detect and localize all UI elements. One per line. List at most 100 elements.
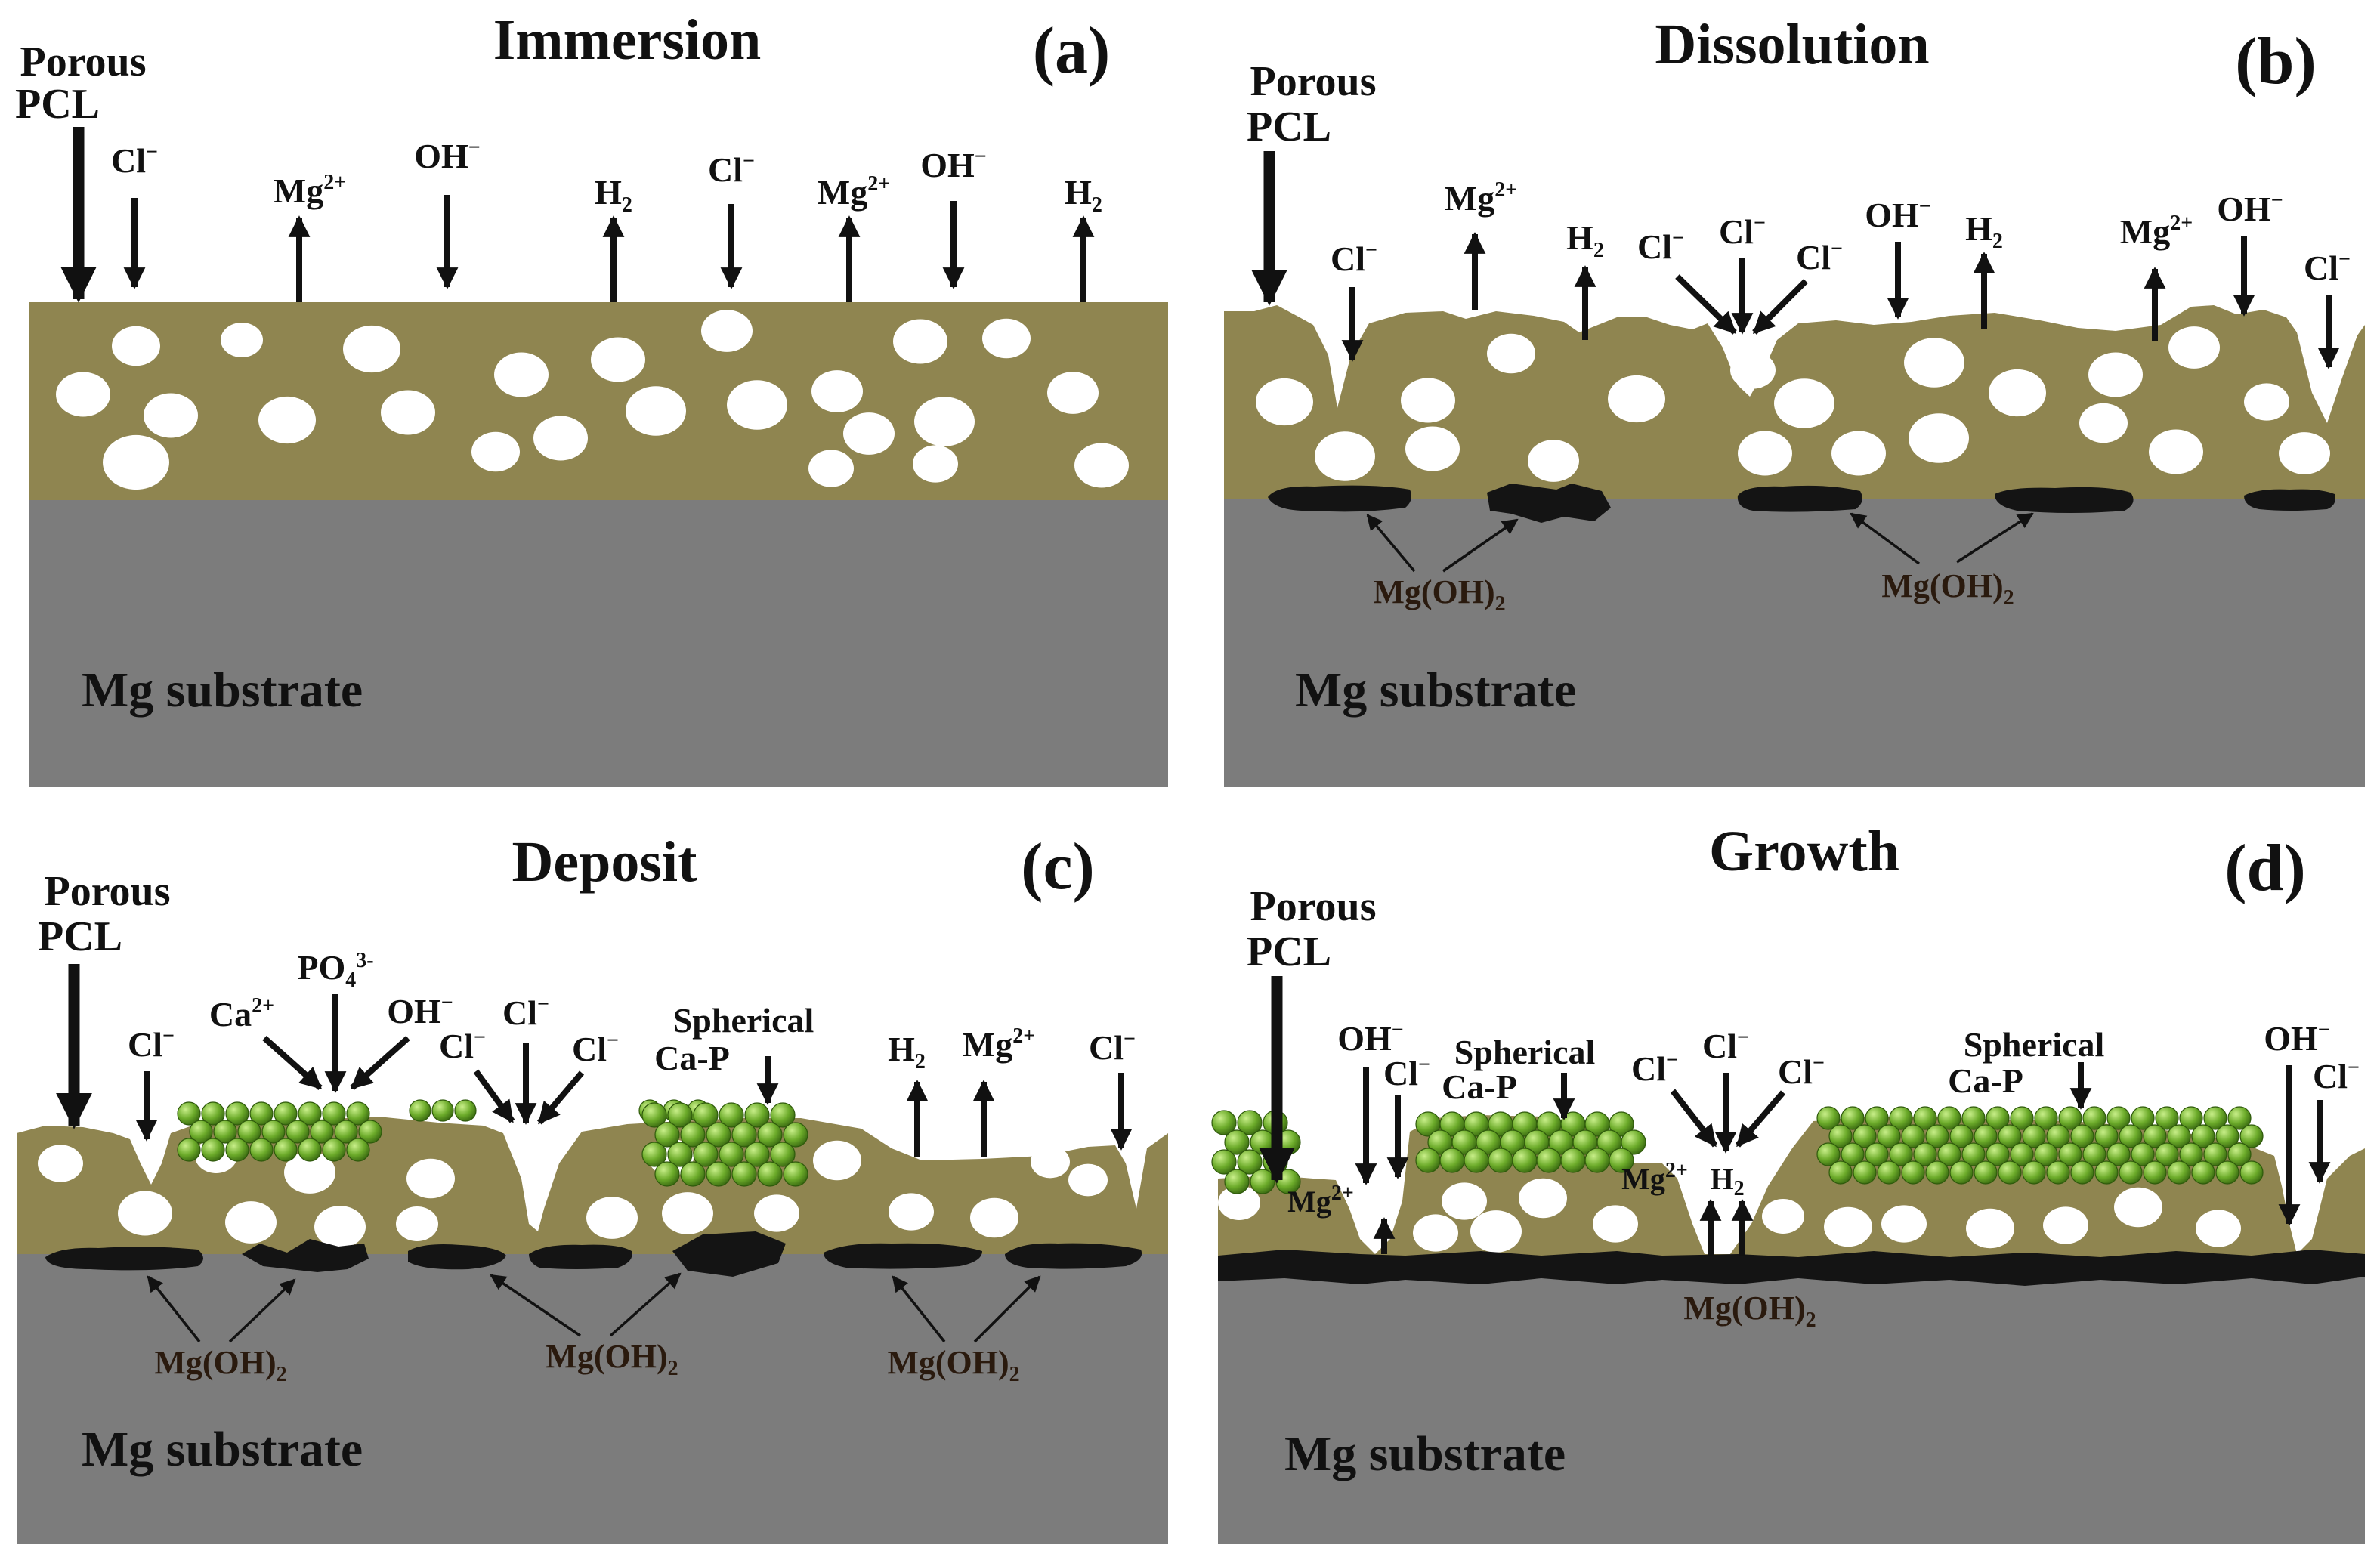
ca-p-sphere: [2010, 1106, 2034, 1130]
ca-p-sphere: [454, 1099, 477, 1122]
porous-label: Porous: [45, 868, 171, 915]
ion-label: OH−: [920, 145, 987, 184]
ca-p-sphere: [2106, 1142, 2131, 1166]
ion-arrow-diag: [1675, 274, 1737, 335]
mg-oh2-deposit: [1268, 485, 1411, 512]
ca-p-sphere: [237, 1120, 261, 1144]
pore: [118, 1191, 172, 1236]
mg-oh2-deposit: [1737, 485, 1862, 512]
pore: [2279, 432, 2330, 474]
ca-p-sphere: [2143, 1124, 2167, 1148]
ion-arrow-diag: [1752, 279, 1808, 335]
pore: [1824, 1206, 1872, 1247]
pore: [343, 325, 400, 373]
pointer-line: [1442, 518, 1519, 573]
ca-p-sphere: [2119, 1124, 2143, 1148]
ca-p-sphere: [1986, 1142, 2010, 1166]
ca-p-sphere: [1998, 1124, 2022, 1148]
substrate-label: Mg substrate: [82, 663, 363, 718]
pore: [144, 393, 198, 438]
ca-p-sphere: [2058, 1142, 2082, 1166]
ca-p-sphere: [641, 1142, 667, 1167]
panel-letter: (c): [1021, 830, 1095, 904]
pore: [1519, 1178, 1567, 1219]
ca-p-sphere: [409, 1099, 431, 1122]
porous-label: Porous: [1250, 58, 1377, 105]
ion-label: Cl−: [111, 141, 158, 180]
panel-heading: Deposit: [512, 830, 697, 894]
ca-p-sphere: [1877, 1124, 1901, 1148]
ca-p-sphere: [2070, 1160, 2094, 1185]
mg-oh2-continuous-layer: [1218, 1250, 2365, 1286]
panel-dissolution: Mg(OH)2 Mg(OH)2 Dissolution (b) Porous P…: [1224, 13, 2365, 787]
ca-p-sphere: [1464, 1148, 1489, 1173]
ca-p-sphere: [346, 1138, 370, 1162]
pore: [1730, 351, 1776, 389]
substrate-label: Mg substrate: [82, 1422, 363, 1477]
ca-p-sphere: [310, 1120, 334, 1144]
ca-p-sphere: [2046, 1124, 2070, 1148]
ca-p-sphere: [757, 1161, 783, 1187]
ca-p-sphere: [2094, 1160, 2119, 1185]
pore: [1904, 338, 1964, 388]
ca-p-sphere: [1250, 1169, 1275, 1194]
pore: [1470, 1210, 1522, 1253]
mg-oh2-deposit: [2244, 489, 2335, 511]
pores: [38, 1138, 1108, 1248]
ion-arrow-diag: [536, 1070, 585, 1125]
ion-label: Cl−: [1637, 227, 1684, 266]
mg-oh2-label: Mg(OH)2: [1373, 573, 1505, 616]
pore: [843, 412, 895, 455]
ca-p-sphere: [641, 1102, 667, 1128]
ca-p-sphere: [2010, 1142, 2034, 1166]
ca-p-sphere: [783, 1161, 808, 1187]
ion-labels: Cl− Mg2+ H2 Cl− Cl− Cl− OH− H2 Mg2+ OH− …: [1331, 178, 2351, 287]
ion-arrows: [123, 195, 1095, 302]
porous-label: Porous: [1250, 883, 1377, 930]
pore: [2168, 326, 2220, 369]
ca-p-sphere: [201, 1138, 225, 1162]
mg-oh2-label: Mg(OH)2: [887, 1344, 1019, 1386]
ion-label: Cl−: [1383, 1053, 1430, 1092]
ca-p-sphere: [2034, 1142, 2058, 1166]
ca-p-sphere: [431, 1099, 454, 1122]
ca-p-sphere: [1877, 1160, 1901, 1185]
mg-substrate: [1218, 1257, 2365, 1544]
ca-p-sphere: [334, 1120, 358, 1144]
ion-label: H2: [1710, 1162, 1744, 1200]
ca-p-sphere: [322, 1101, 346, 1126]
ion-label: H2: [1566, 218, 1604, 262]
ca-p-sphere: [2106, 1106, 2131, 1130]
ca-p-sphere: [1584, 1148, 1610, 1173]
pointer-line: [147, 1275, 201, 1343]
ca-p-sphere: [213, 1120, 237, 1144]
pore: [1909, 413, 1969, 463]
ca-p-sphere: [225, 1138, 249, 1162]
pointer-line: [973, 1275, 1041, 1343]
panel-letter: (d): [2224, 832, 2306, 905]
pore: [893, 319, 947, 364]
ion-labels: Cl− Mg2+ OH− H2 Cl− Mg2+ OH− H2: [111, 136, 1102, 217]
pore: [406, 1158, 455, 1199]
ca-p-label: Ca-P: [1948, 1061, 2023, 1100]
ion-label: Cl−: [1089, 1027, 1136, 1067]
ca-p-sphere: [1901, 1160, 1925, 1185]
ion-label: Cl−: [2304, 248, 2351, 287]
ca-p-sphere: [1237, 1110, 1263, 1135]
ca-p-sphere: [1937, 1106, 1961, 1130]
pointer-line: [1850, 512, 1921, 565]
panel-immersion: Immersion (a) Porous PCL Mg substrate Cl…: [15, 8, 1168, 787]
pores: [1218, 1178, 2241, 1253]
ca-p-sphere: [654, 1161, 680, 1187]
spherical-label: Spherical: [1964, 1025, 2105, 1064]
pore: [586, 1197, 638, 1239]
ca-p-sphere: [1889, 1142, 1913, 1166]
ion-label: Cl−: [1331, 239, 1377, 278]
ca-p-sphere: [1828, 1160, 1853, 1185]
ca-p-sphere: [2191, 1124, 2215, 1148]
ca-p-sphere: [706, 1122, 731, 1148]
pore: [591, 337, 645, 382]
ca-p-sphere: [1415, 1148, 1441, 1173]
ca-p-sphere: [2239, 1160, 2264, 1185]
ca-p-sphere: [274, 1138, 298, 1162]
